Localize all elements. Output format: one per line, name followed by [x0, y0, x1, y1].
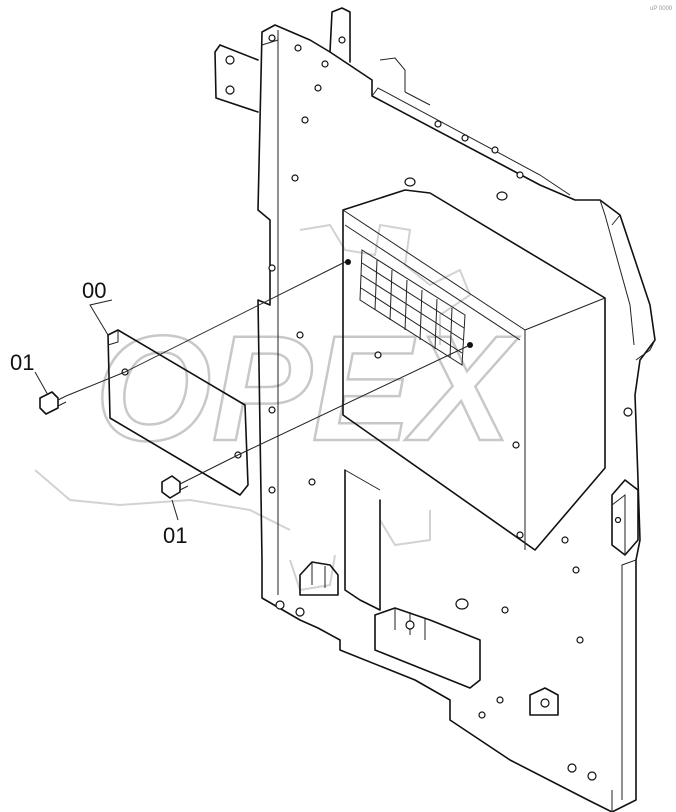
bolt-lower	[161, 454, 239, 499]
bolt-upper	[39, 371, 126, 415]
enclosure-box	[342, 177, 606, 551]
part-label-00: 00	[82, 278, 106, 303]
vent-grid	[359, 249, 466, 366]
cover-plate	[107, 261, 471, 496]
watermark: OPEX	[34, 223, 521, 592]
leader-01-top	[34, 371, 49, 396]
corner-mark: uP 0000	[650, 6, 673, 12]
side-bracket	[611, 479, 639, 556]
back-plate	[214, 7, 656, 812]
part-label-01-top: 01	[10, 350, 34, 375]
part-label-01-bottom: 01	[163, 523, 187, 548]
leader-00	[89, 299, 113, 336]
lower-clamps	[299, 561, 559, 716]
leader-01-bottom	[171, 499, 179, 521]
